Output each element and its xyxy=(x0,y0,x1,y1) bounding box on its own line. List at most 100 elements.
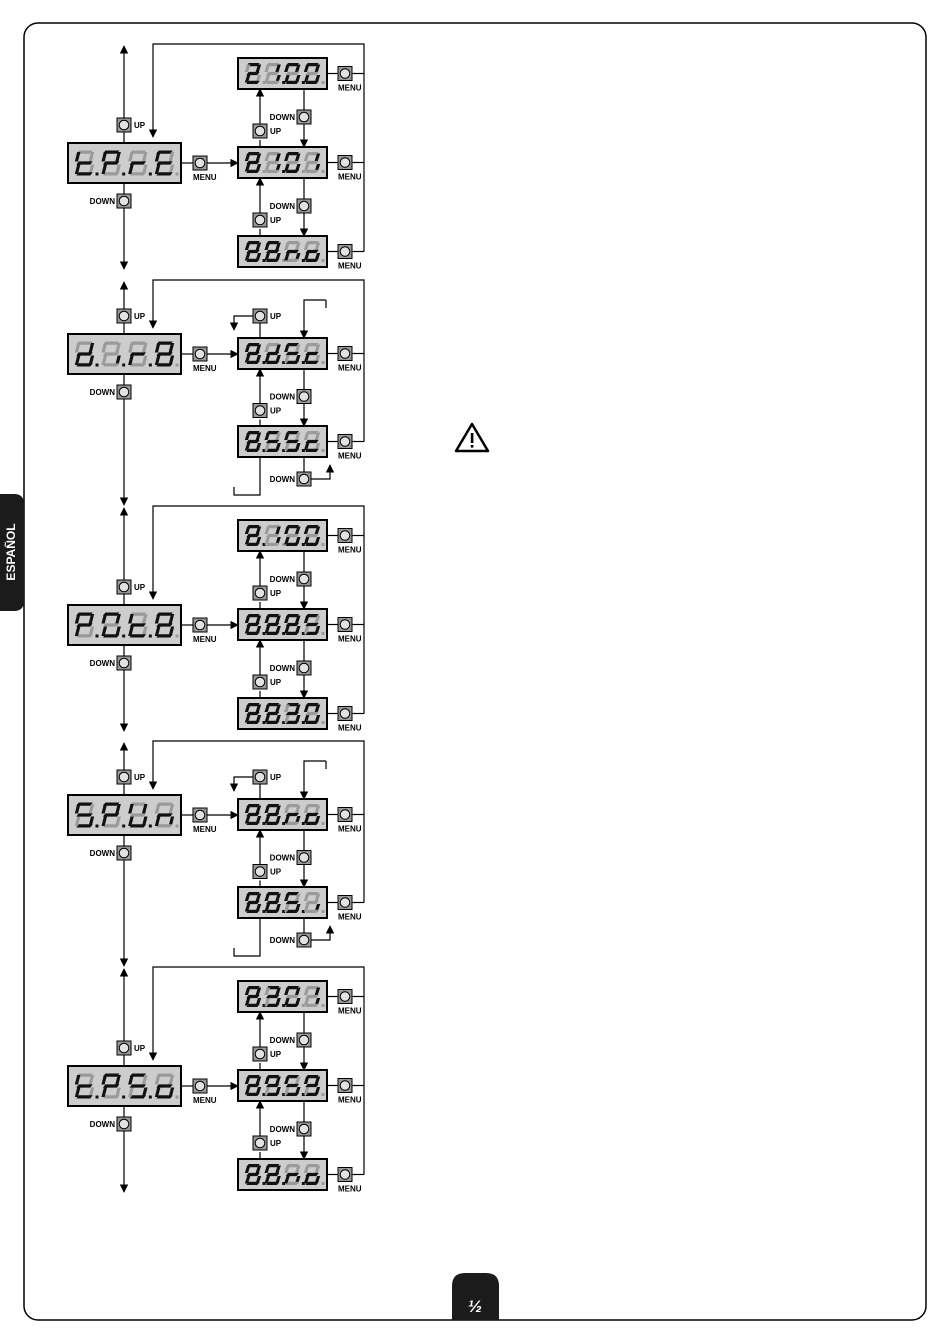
down-button[interactable]: DOWN xyxy=(90,846,131,860)
menu-button-label: MENU xyxy=(338,635,362,644)
display-dot xyxy=(322,910,325,913)
down-button[interactable]: DOWN xyxy=(90,385,131,399)
button-cap xyxy=(195,620,205,630)
menu-button[interactable]: MENU xyxy=(193,618,217,644)
menu-button[interactable]: MENU xyxy=(338,1079,362,1105)
up-button[interactable]: UP xyxy=(117,118,146,132)
up-button[interactable]: UP xyxy=(253,770,282,784)
up-button[interactable]: UP xyxy=(253,1136,282,1150)
up-button[interactable]: UP xyxy=(117,580,146,594)
up-button[interactable]: UP xyxy=(117,770,146,784)
down-button-label: DOWN xyxy=(270,664,296,673)
page-frame xyxy=(24,23,926,1320)
menu-button-label: MENU xyxy=(193,173,217,182)
button-cap xyxy=(119,848,129,858)
wrap-arrow xyxy=(311,926,330,940)
down-button[interactable]: DOWN xyxy=(270,933,311,947)
menu-button[interactable]: MENU xyxy=(338,67,362,93)
display-segment xyxy=(103,172,119,175)
down-button[interactable]: DOWN xyxy=(270,110,311,124)
display-dot xyxy=(176,635,179,638)
up-button[interactable]: UP xyxy=(253,586,282,600)
menu-button[interactable]: MENU xyxy=(338,808,362,834)
display-dot xyxy=(322,449,325,452)
up-button[interactable]: UP xyxy=(253,865,282,879)
menu-button[interactable]: MENU xyxy=(338,435,362,461)
menu-button[interactable]: MENU xyxy=(338,707,362,733)
button-cap xyxy=(299,1124,309,1134)
down-button[interactable]: DOWN xyxy=(270,572,311,586)
menu-button-label: MENU xyxy=(338,452,362,461)
menu-block-tpre: t.P.r.EUPDOWNMENU2.1.0.0MENU1.01MENUnoME… xyxy=(68,44,364,271)
value-display-pot-2: 30 xyxy=(238,698,327,729)
down-button[interactable]: DOWN xyxy=(270,1033,311,1047)
display-dot xyxy=(322,170,325,173)
up-button[interactable]: UP xyxy=(117,309,146,323)
button-cap xyxy=(340,247,350,257)
menu-button[interactable]: MENU xyxy=(338,1168,362,1194)
menu-button[interactable]: MENU xyxy=(338,896,362,922)
menu-button[interactable]: MENU xyxy=(193,347,217,373)
display-segment xyxy=(76,813,92,816)
button-cap xyxy=(255,772,265,782)
display-segment xyxy=(156,172,172,175)
down-button[interactable]: DOWN xyxy=(90,656,131,670)
button-cap xyxy=(119,1119,129,1129)
down-button[interactable]: DOWN xyxy=(270,390,311,404)
button-cap xyxy=(340,69,350,79)
down-button[interactable]: DOWN xyxy=(270,661,311,675)
down-button[interactable]: DOWN xyxy=(270,199,311,213)
display-segment xyxy=(156,352,172,355)
display-segment xyxy=(130,363,146,366)
up-button[interactable]: UP xyxy=(253,309,282,323)
menu-button[interactable]: MENU xyxy=(338,347,362,373)
button-cap xyxy=(119,387,129,397)
menu-button[interactable]: MENU xyxy=(338,156,362,182)
down-button[interactable]: DOWN xyxy=(90,1117,131,1131)
down-button[interactable]: DOWN xyxy=(270,472,311,486)
menu-button[interactable]: MENU xyxy=(338,529,362,555)
display-dot xyxy=(122,364,125,367)
button-cap xyxy=(340,992,350,1002)
down-button[interactable]: DOWN xyxy=(270,1122,311,1136)
display-dot xyxy=(322,259,325,262)
button-cap xyxy=(119,582,129,592)
down-button-label: DOWN xyxy=(90,197,116,206)
up-button-label: UP xyxy=(270,773,282,782)
menu-button[interactable]: MENU xyxy=(193,1079,217,1105)
up-button[interactable]: UP xyxy=(253,1047,282,1061)
display-dot xyxy=(322,543,325,546)
display-segment xyxy=(76,161,92,164)
display-dot xyxy=(149,1096,152,1099)
menu-button[interactable]: MENU xyxy=(193,808,217,834)
display-dot xyxy=(322,632,325,635)
up-button[interactable]: UP xyxy=(253,213,282,227)
button-cap xyxy=(340,437,350,447)
menu-button-label: MENU xyxy=(338,262,362,271)
button-cap xyxy=(119,311,129,321)
menu-button[interactable]: MENU xyxy=(338,618,362,644)
up-button[interactable]: UP xyxy=(117,1041,146,1055)
wrap-line xyxy=(234,918,260,956)
menu-button[interactable]: MENU xyxy=(193,156,217,182)
button-cap xyxy=(255,867,265,877)
up-button[interactable]: UP xyxy=(253,404,282,418)
display-segment xyxy=(156,623,172,626)
menu-button[interactable]: MENU xyxy=(338,245,362,271)
up-button[interactable]: UP xyxy=(253,675,282,689)
button-cap xyxy=(299,474,309,484)
display-segment xyxy=(103,1095,119,1098)
display-segment xyxy=(130,634,146,637)
down-button-label: DOWN xyxy=(270,854,296,863)
menu-button-label: MENU xyxy=(338,724,362,733)
up-button[interactable]: UP xyxy=(253,124,282,138)
button-cap xyxy=(255,215,265,225)
value-display-tpre-2: no xyxy=(238,236,327,267)
param-display-tpre: t.P.r.E xyxy=(68,143,181,183)
down-button[interactable]: DOWN xyxy=(90,194,131,208)
display-dot xyxy=(176,364,179,367)
button-cap xyxy=(299,853,309,863)
down-button[interactable]: DOWN xyxy=(270,851,311,865)
up-button-label: UP xyxy=(134,312,146,321)
menu-button[interactable]: MENU xyxy=(338,990,362,1016)
